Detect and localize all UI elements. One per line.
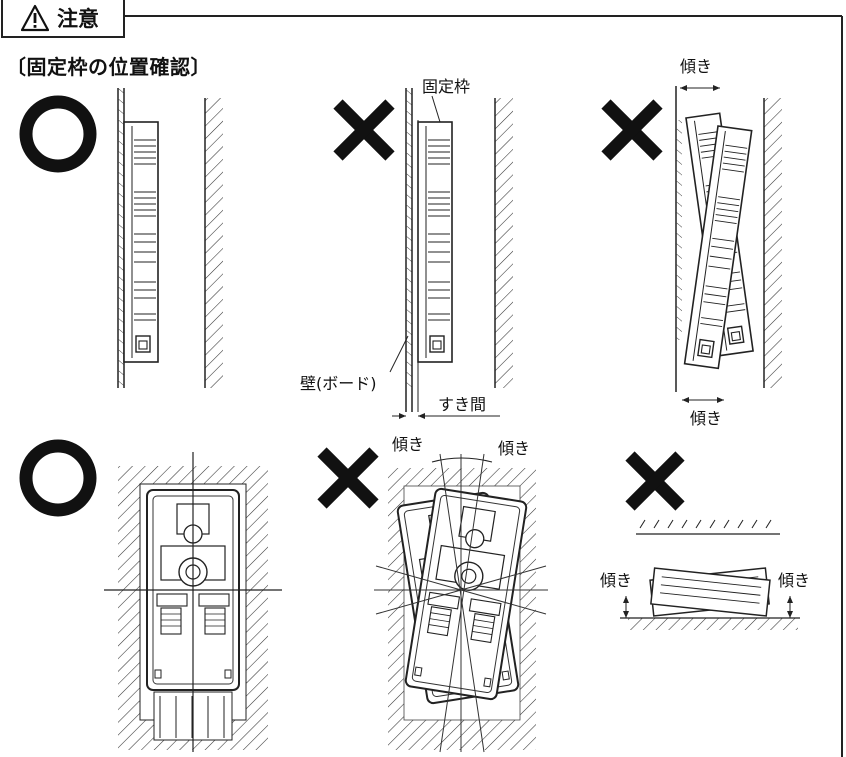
wall-board-label: 壁(ボード) xyxy=(300,374,377,393)
ng-mark-4 xyxy=(625,451,685,511)
section-title: 〔固定枠の位置確認〕 xyxy=(6,55,211,79)
ok-mark-2 xyxy=(19,439,97,517)
bottom-view-tilted xyxy=(620,519,800,630)
ng-mark-3 xyxy=(317,447,379,509)
front-view-correct xyxy=(104,452,282,752)
tilt-label-bottom: 傾き xyxy=(690,409,722,428)
tilt-label-bottom-right: 傾き xyxy=(778,571,810,590)
warning-triangle-icon xyxy=(21,4,49,32)
caution-tab: 注意 xyxy=(1,0,125,38)
ng-mark-2 xyxy=(601,99,663,161)
ok-mark-1 xyxy=(19,95,97,173)
tilt-label-bottom-left: 傾き xyxy=(600,571,632,590)
front-view-rotated xyxy=(374,453,548,753)
ng-mark-1 xyxy=(333,99,395,161)
side-view-gap xyxy=(389,88,513,419)
tilt-label-top: 傾き xyxy=(680,57,712,76)
side-view-correct xyxy=(117,88,223,388)
tilt-label-left: 傾き xyxy=(392,435,424,454)
side-view-tilted xyxy=(675,85,782,403)
fixed-frame-label: 固定枠 xyxy=(422,77,470,96)
gap-label: すき間 xyxy=(438,395,486,414)
tilt-label-right: 傾き xyxy=(498,439,530,458)
caution-label: 注意 xyxy=(57,7,99,31)
